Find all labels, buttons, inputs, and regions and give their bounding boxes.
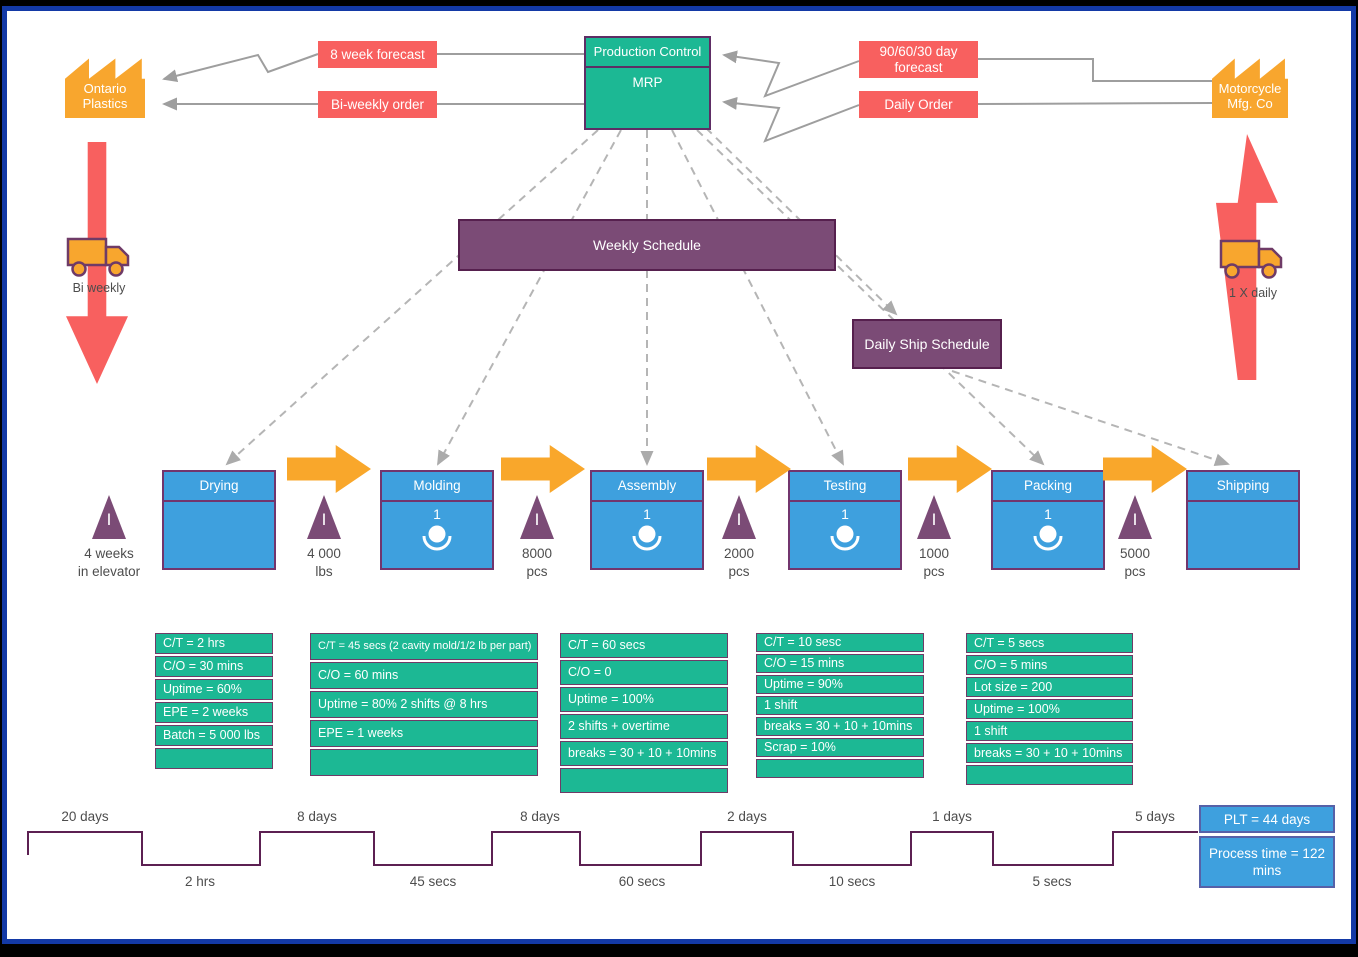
process-box-molding[interactable]: Molding 1 <box>380 470 494 570</box>
operator-icon <box>830 525 860 551</box>
process-box-drying[interactable]: Drying <box>162 470 276 570</box>
operator-count: 1 <box>643 506 651 522</box>
table-row <box>966 765 1133 785</box>
table-row: 1 shift <box>966 721 1133 741</box>
process-box-packing[interactable]: Packing 1 <box>991 470 1105 570</box>
timeline-wait-label: 20 days <box>61 809 109 824</box>
process-box-testing[interactable]: Testing 1 <box>788 470 902 570</box>
label-customer-order[interactable]: Daily Order <box>859 91 978 118</box>
plt-summary-box[interactable]: PLT = 44 days <box>1199 805 1335 833</box>
table-row <box>756 759 924 778</box>
table-row: EPE = 2 weeks <box>155 702 273 723</box>
process-time-summary-box[interactable]: Process time = 122 mins <box>1199 836 1335 888</box>
table-row: C/T = 45 secs (2 cavity mold/1/2 lb per … <box>310 633 538 660</box>
timeline-process-label: 5 secs <box>1032 874 1072 889</box>
table-row: C/O = 5 mins <box>966 655 1133 675</box>
table-row: breaks = 30 + 10 + 10mins <box>966 743 1133 763</box>
table-row <box>155 748 273 769</box>
operator-icon <box>422 525 452 551</box>
weekly-schedule-box[interactable]: Weekly Schedule <box>458 219 836 271</box>
label-supplier-forecast[interactable]: 8 week forecast <box>318 41 437 68</box>
timeline-wait-label: 2 days <box>727 809 767 824</box>
timeline-process-label: 10 secs <box>828 874 876 889</box>
table-row: Uptime = 100% <box>966 699 1133 719</box>
table-row: Uptime = 80% 2 shifts @ 8 hrs <box>310 691 538 718</box>
process-box-assembly[interactable]: Assembly 1 <box>590 470 704 570</box>
process-title: Drying <box>164 472 274 502</box>
process-title: Packing <box>993 472 1103 502</box>
timeline-wait-label: 1 days <box>932 809 972 824</box>
label-supplier-order[interactable]: Bi-weekly order <box>318 91 437 118</box>
truck-icon[interactable] <box>1219 238 1287 280</box>
table-row: Batch = 5 000 lbs <box>155 725 273 746</box>
operator-count <box>164 502 274 524</box>
table-row: C/T = 60 secs <box>560 633 728 658</box>
process-title: Shipping <box>1188 472 1298 502</box>
table-row: C/O = 30 mins <box>155 656 273 677</box>
table-row: Lot size = 200 <box>966 677 1133 697</box>
table-row: breaks = 30 + 10 + 10mins <box>560 741 728 766</box>
table-row: EPE = 1 weeks <box>310 720 538 747</box>
factory-icon-supplier[interactable]: Ontario Plastics <box>65 58 145 118</box>
operator-count: 1 <box>433 506 441 522</box>
data-table-drying[interactable]: C/T = 2 hrs C/O = 30 mins Uptime = 60% E… <box>155 633 273 771</box>
operator-count: 1 <box>841 506 849 522</box>
table-row: C/O = 15 mins <box>756 654 924 673</box>
data-table-assembly[interactable]: C/T = 60 secs C/O = 0 Uptime = 100% 2 sh… <box>560 633 728 795</box>
label-customer-forecast[interactable]: 90/60/30 day forecast <box>859 41 978 78</box>
daily-ship-schedule-box[interactable]: Daily Ship Schedule <box>852 319 1002 369</box>
table-row: C/T = 2 hrs <box>155 633 273 654</box>
operator-icon <box>1033 525 1063 551</box>
supplier-name: Ontario Plastics <box>82 81 128 111</box>
table-row: breaks = 30 + 10 + 10mins <box>756 717 924 736</box>
operator-count: 1 <box>1044 506 1052 522</box>
table-row: C/T = 5 secs <box>966 633 1133 653</box>
table-row: Uptime = 90% <box>756 675 924 694</box>
process-title: Molding <box>382 472 492 502</box>
production-control-title: Production Control <box>586 38 709 68</box>
timeline-process-label: 60 secs <box>618 874 666 889</box>
table-row: 2 shifts + overtime <box>560 714 728 739</box>
table-row: Uptime = 60% <box>155 679 273 700</box>
outbound-frequency: 1 X daily <box>1229 286 1277 300</box>
table-row: Uptime = 100% <box>560 687 728 712</box>
timeline-process-label: 45 secs <box>409 874 457 889</box>
production-control-system: MRP <box>632 75 663 90</box>
table-row <box>560 768 728 793</box>
table-row: C/O = 60 mins <box>310 662 538 689</box>
table-row: Scrap = 10% <box>756 738 924 757</box>
process-title: Testing <box>790 472 900 502</box>
table-row: 1 shift <box>756 696 924 715</box>
inbound-frequency: Bi weekly <box>72 281 126 295</box>
data-table-packing[interactable]: C/T = 5 secs C/O = 5 mins Lot size = 200… <box>966 633 1133 787</box>
timeline-process-label: 2 hrs <box>184 874 216 889</box>
process-box-shipping[interactable]: Shipping <box>1186 470 1300 570</box>
truck-icon[interactable] <box>66 236 134 278</box>
customer-name: Motorcycle Mfg. Co <box>1218 81 1282 111</box>
table-row <box>310 749 538 776</box>
process-title: Assembly <box>592 472 702 502</box>
data-table-molding[interactable]: C/T = 45 secs (2 cavity mold/1/2 lb per … <box>310 633 538 778</box>
data-table-testing[interactable]: C/T = 10 sesc C/O = 15 mins Uptime = 90%… <box>756 633 924 780</box>
timeline-wait-label: 8 days <box>520 809 560 824</box>
timeline-wait-label: 5 days <box>1135 809 1175 824</box>
table-row: C/T = 10 sesc <box>756 633 924 652</box>
production-control-box[interactable]: Production Control MRP <box>584 36 711 130</box>
table-row: C/O = 0 <box>560 660 728 685</box>
factory-icon-customer[interactable]: Motorcycle Mfg. Co <box>1212 58 1288 118</box>
timeline-wait-label: 8 days <box>297 809 337 824</box>
operator-icon <box>632 525 662 551</box>
operator-count <box>1188 502 1298 524</box>
